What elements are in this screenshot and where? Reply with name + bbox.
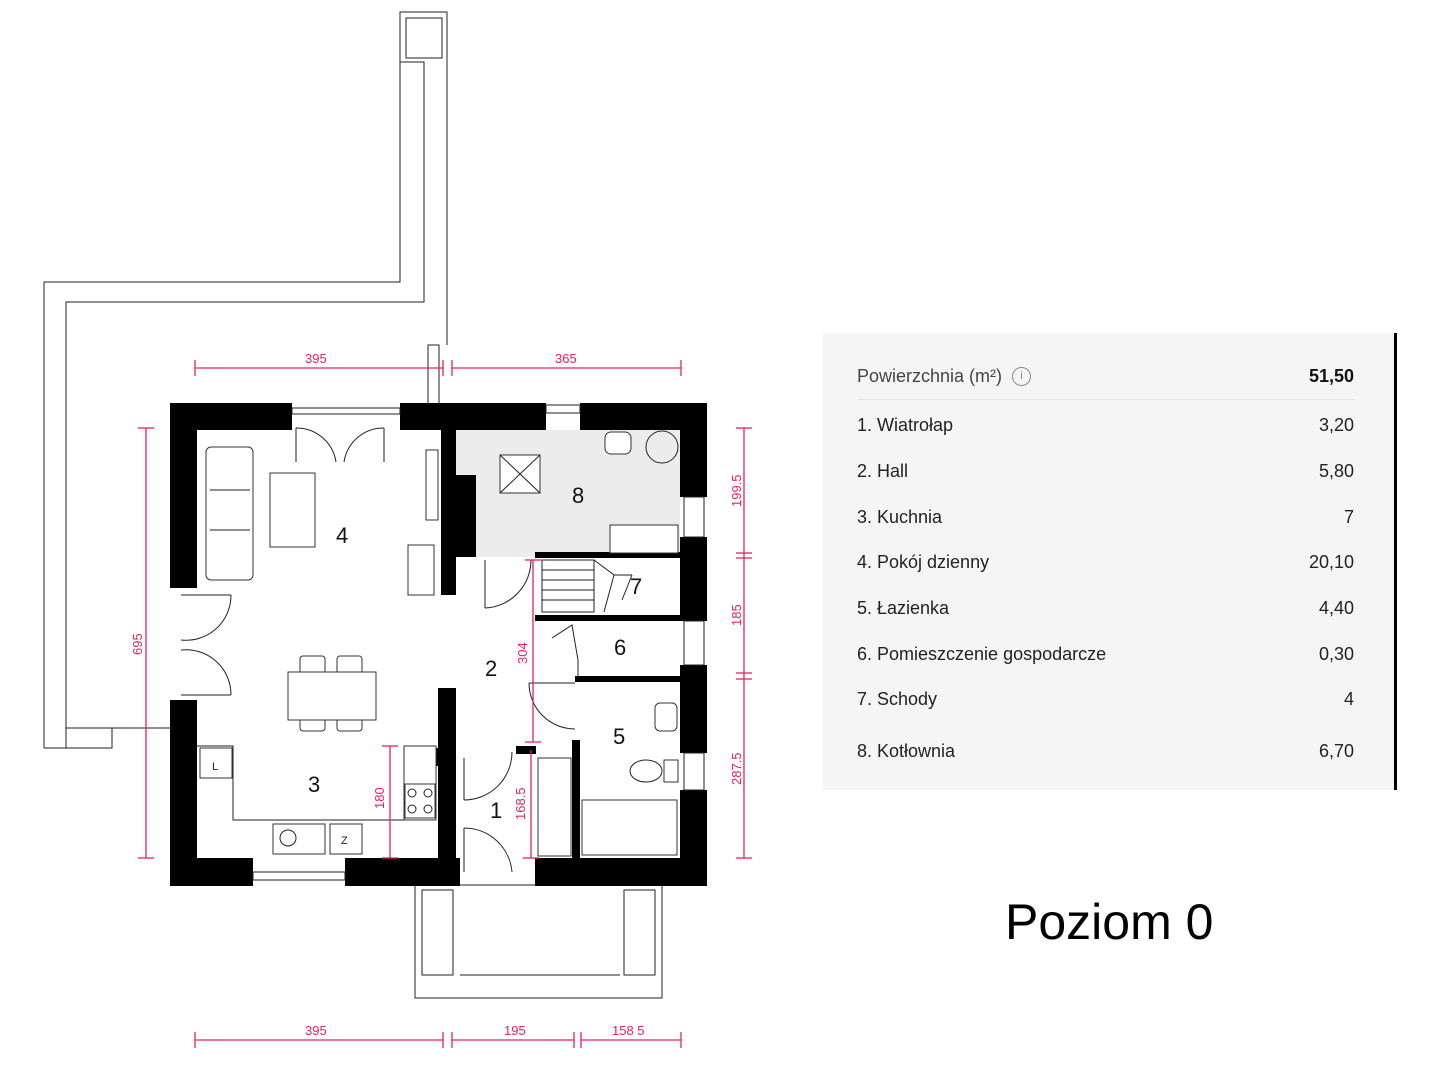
dimension-labels: 395 365 695 199.5 185 287.5 395 195 158 …	[130, 351, 744, 1038]
area-row-label: 1. Wiatrołap	[857, 414, 954, 435]
room-numbers: 1 2 3 4 5 6 7 8	[308, 483, 642, 823]
dim-top-left: 395	[305, 351, 327, 366]
dim-right-mid: 185	[729, 604, 744, 626]
area-row-value: 0,30	[1318, 643, 1354, 664]
area-table: Powierzchnia (m²) i 51,50 1. Wiatrołap 3…	[823, 333, 1397, 790]
area-row-label: 3. Kuchnia	[857, 506, 943, 527]
dim-left: 695	[130, 633, 145, 655]
room-number-5: 5	[613, 724, 625, 749]
area-row-label: 7. Schody	[857, 688, 938, 709]
area-row-label: 4. Pokój dzienny	[857, 551, 990, 572]
dishwasher-letter: Z	[341, 835, 348, 847]
dim-hall: 304	[515, 642, 530, 664]
stairs	[541, 559, 633, 613]
dim-entry: 168.5	[513, 787, 528, 820]
interior-walls	[424, 430, 680, 858]
area-row-value: 20,10	[1308, 551, 1354, 572]
total-area-label: Powierzchnia (m²)	[857, 365, 1003, 386]
area-row: 5. Łazienka 4,40	[857, 593, 1354, 623]
doors	[180, 427, 579, 873]
area-row: 7. Schody 4	[857, 684, 1354, 714]
area-row-value: 3,20	[1318, 414, 1354, 435]
area-row: 4. Pokój dzienny 20,10	[857, 547, 1354, 577]
area-row-label: 2. Hall	[857, 460, 909, 481]
total-area-value: 51,50	[1308, 365, 1354, 386]
level-label: Poziom 0	[1005, 894, 1214, 950]
room-number-1: 1	[490, 798, 502, 823]
area-row: 6. Pomieszczenie gospodarcze 0,30	[857, 639, 1354, 669]
area-row: 2. Hall 5,80	[857, 456, 1354, 486]
terrace-outline	[43, 11, 448, 749]
area-row-value: 4,40	[1318, 597, 1354, 618]
area-table-header: Powierzchnia (m²) i 51,50	[857, 353, 1354, 400]
area-row-value: 5,80	[1318, 460, 1354, 481]
dim-bottom-mid: 195	[504, 1023, 526, 1038]
dim-right-top: 199.5	[729, 474, 744, 507]
area-row-value: 6,70	[1318, 740, 1354, 761]
area-row-label: 6. Pomieszczenie gospodarcze	[857, 643, 1107, 664]
dimension-lines	[138, 360, 752, 1048]
fridge-letter: L	[212, 761, 218, 773]
room-number-7: 7	[630, 574, 642, 599]
area-row-value: 7	[1343, 506, 1354, 527]
furniture	[197, 430, 679, 857]
dim-right-bottom: 287.5	[729, 752, 744, 785]
porch	[414, 884, 663, 999]
room-number-4: 4	[336, 523, 348, 548]
area-row: 8. Kotłownia 6,70	[857, 736, 1354, 766]
room-number-3: 3	[308, 772, 320, 797]
area-row: 1. Wiatrołap 3,20	[857, 410, 1354, 440]
windows	[252, 404, 705, 881]
dim-bottom-right: 158 5	[612, 1023, 645, 1038]
area-row-label: 8. Kotłownia	[857, 740, 956, 761]
room-number-2: 2	[485, 656, 497, 681]
area-row-value: 4	[1343, 688, 1354, 709]
room-number-8: 8	[572, 483, 584, 508]
dim-kitchen: 180	[372, 787, 387, 809]
room-number-6: 6	[614, 635, 626, 660]
area-row: 3. Kuchnia 7	[857, 502, 1354, 532]
dim-top-right: 365	[555, 351, 577, 366]
area-row-label: 5. Łazienka	[857, 597, 950, 618]
info-icon[interactable]: i	[1012, 366, 1032, 386]
dim-bottom-left: 395	[305, 1023, 327, 1038]
outer-walls	[170, 403, 707, 886]
